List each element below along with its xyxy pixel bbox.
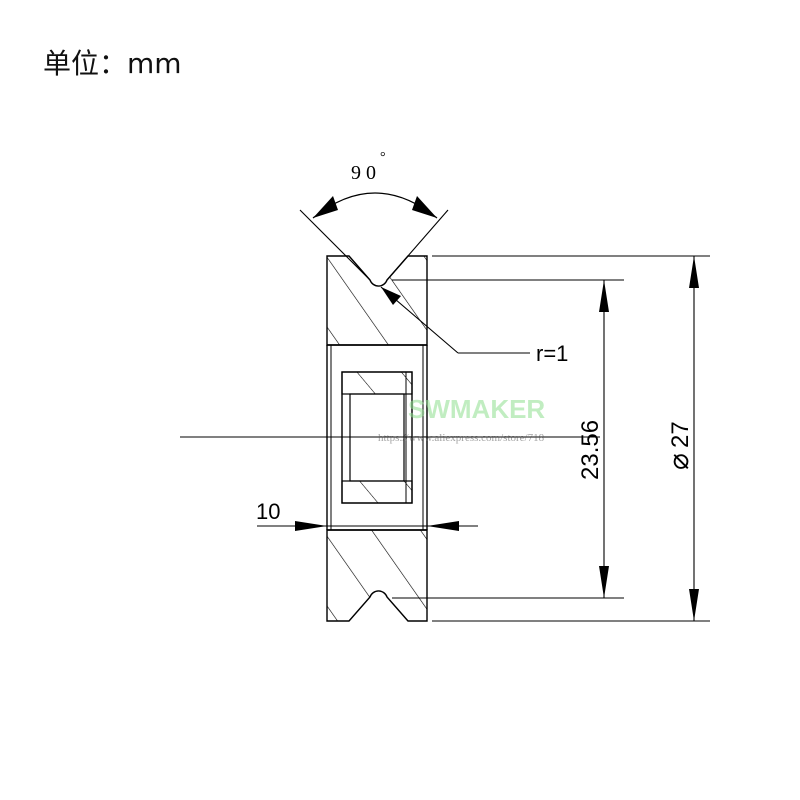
- diameter-symbol: ⌀: [663, 453, 694, 470]
- width-value: 10: [256, 499, 280, 524]
- bearing: [341, 371, 413, 504]
- unit-label: 单位：mm: [43, 47, 182, 80]
- watermark-brand: SWMAKER: [408, 394, 545, 424]
- groove-diameter-dimension: 23.56: [392, 279, 624, 599]
- radius-callout: r=1: [380, 286, 568, 366]
- radius-label: r=1: [536, 341, 568, 366]
- width-dimension: 10: [256, 499, 478, 531]
- outer-diameter-value: 27: [667, 421, 694, 448]
- lower-wheel-section: [326, 529, 428, 622]
- angle-dimension: 90 °: [299, 150, 449, 281]
- angle-value: 90: [351, 162, 381, 184]
- watermark-url: https://www.aliexpress.com/store/718: [378, 432, 545, 444]
- groove-diameter-value: 23.56: [577, 420, 604, 480]
- upper-wheel-section: [326, 255, 428, 346]
- outer-diameter-dimension: ⌀ 27: [432, 255, 710, 622]
- angle-unit: °: [380, 150, 386, 165]
- watermark: SWMAKER https://www.aliexpress.com/store…: [378, 394, 545, 444]
